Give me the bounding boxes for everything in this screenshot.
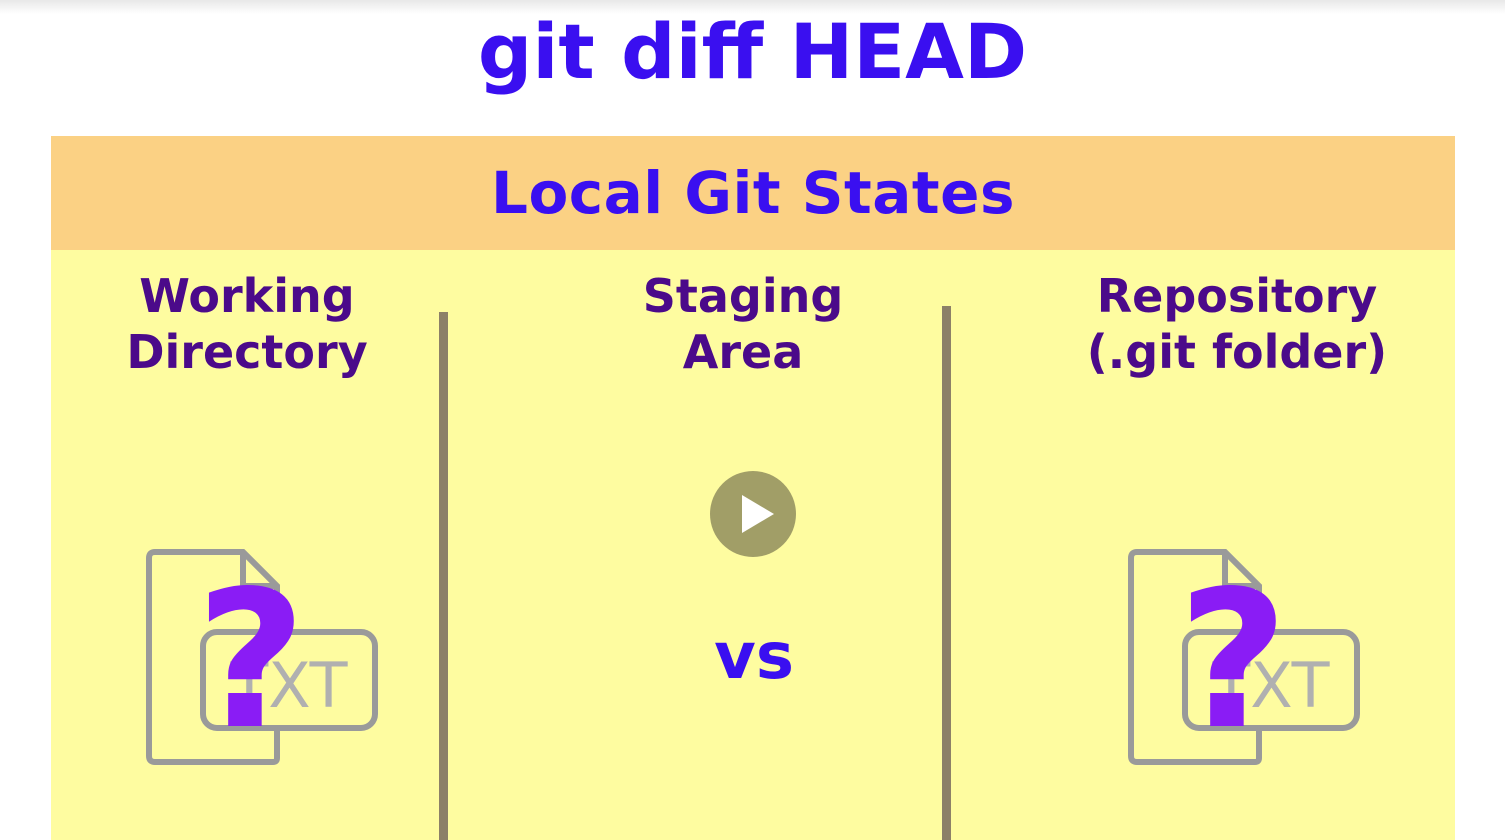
slide-title: git diff HEAD	[477, 7, 1028, 96]
top-shadow	[0, 0, 1505, 14]
column-divider	[439, 312, 448, 840]
txt-label: TXT	[229, 649, 348, 722]
column-heading-repository: Repository (.git folder)	[1037, 268, 1437, 380]
column-heading-working-directory: Working Directory	[47, 268, 447, 380]
question-mark-icon: ?	[196, 550, 306, 768]
panel-header-label: Local Git States	[490, 159, 1016, 227]
column-heading-line: (.git folder)	[1086, 325, 1388, 379]
play-button[interactable]	[710, 471, 796, 557]
column-divider	[942, 306, 951, 840]
column-heading-line: Directory	[126, 325, 368, 379]
column-heading-line: Working	[139, 269, 355, 323]
play-icon[interactable]	[710, 471, 796, 557]
txt-file-icon: TXT ?	[143, 548, 383, 768]
column-heading-staging-area: Staging Area	[543, 268, 943, 380]
txt-label: TXT	[1211, 649, 1330, 722]
column-heading-line: Staging	[642, 269, 844, 323]
question-mark-icon: ?	[1178, 550, 1288, 768]
txt-file-icon: TXT ?	[1125, 548, 1365, 768]
column-heading-line: Area	[682, 325, 804, 379]
panel-header: Local Git States	[51, 136, 1455, 250]
comparison-label: vs	[714, 620, 794, 694]
column-heading-line: Repository	[1096, 269, 1378, 323]
